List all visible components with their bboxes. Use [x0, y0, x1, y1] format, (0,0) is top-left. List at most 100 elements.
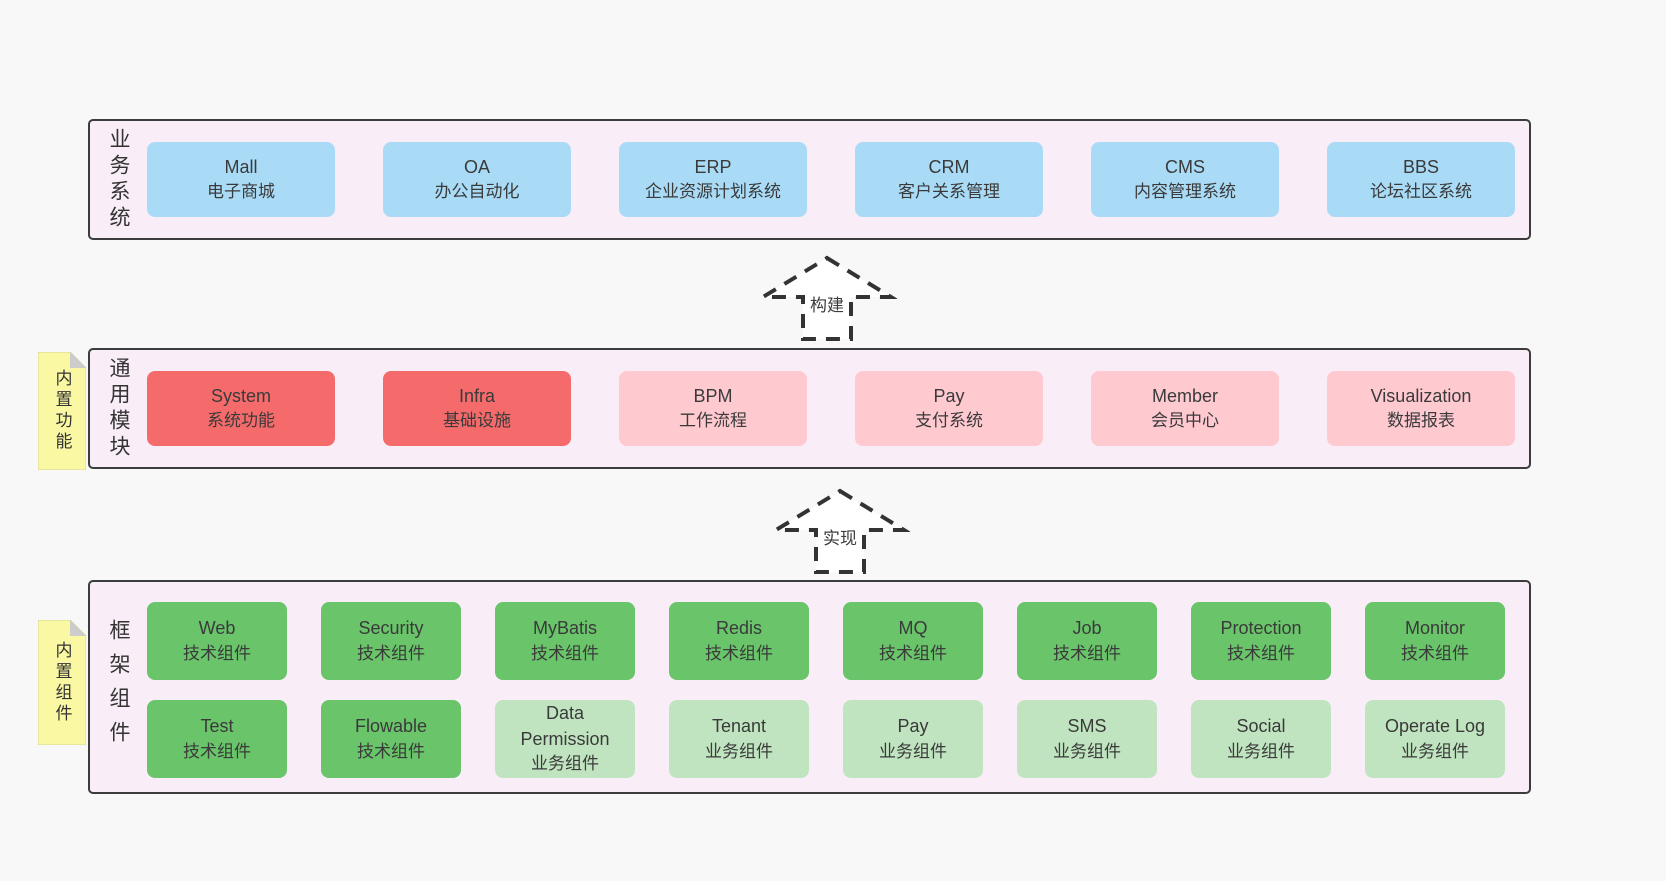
box-system-title: System [210, 385, 271, 406]
box-data-permission-title: Data Permission [520, 703, 610, 749]
sticky-note-builtin-components: 内置组件 [38, 620, 86, 745]
box-oa-subtitle: 办公自动化 [434, 182, 520, 202]
panel-framework-components: 框架组件 Web 技术组件 Security 技术组件 MyBatis 技术组件… [88, 580, 1531, 794]
box-cms-title: CMS [1165, 156, 1205, 177]
box-pay-component: Pay 业务组件 [843, 700, 983, 778]
box-mq: MQ 技术组件 [843, 602, 983, 680]
box-job-subtitle: 技术组件 [1053, 643, 1121, 663]
panel-label-business-systems: 业务系统 [107, 127, 130, 232]
sticky-note-builtin-features: 内置功能 [38, 352, 86, 470]
box-oa: OA 办公自动化 [383, 142, 571, 217]
box-data-permission-subtitle: 业务组件 [531, 754, 599, 774]
box-bbs: BBS 论坛社区系统 [1327, 142, 1515, 217]
box-infra-subtitle: 基础设施 [443, 411, 511, 431]
box-protection-title: Protection [1220, 618, 1302, 639]
box-visualization-title: Visualization [1370, 385, 1472, 406]
box-mybatis-title: MyBatis [532, 618, 597, 639]
box-bpm-title: BPM [693, 385, 733, 406]
box-mq-title: MQ [898, 618, 928, 639]
box-operate-log-subtitle: 业务组件 [1401, 741, 1469, 761]
box-flowable-title: Flowable [354, 716, 428, 737]
box-mall-title: Mall [224, 156, 258, 177]
box-sms: SMS 业务组件 [1017, 700, 1157, 778]
box-system: System 系统功能 [147, 371, 335, 446]
box-web: Web 技术组件 [147, 602, 287, 680]
framework-components-row-2: Test 技术组件 Flowable 技术组件 Data Permission … [147, 700, 1505, 778]
box-erp-subtitle: 企业资源计划系统 [645, 182, 781, 202]
box-security-title: Security [358, 618, 424, 639]
box-cms: CMS 内容管理系统 [1091, 142, 1279, 217]
panel-common-modules: 通用模块 System 系统功能 Infra 基础设施 BPM 工作流程 Pay… [88, 348, 1531, 469]
box-flowable-subtitle: 技术组件 [357, 741, 425, 761]
box-mybatis: MyBatis 技术组件 [495, 602, 635, 680]
box-web-subtitle: 技术组件 [183, 643, 251, 663]
arrow-implement-label: 实现 [819, 523, 861, 550]
box-web-title: Web [198, 618, 236, 639]
box-job: Job 技术组件 [1017, 602, 1157, 680]
box-member: Member 会员中心 [1091, 371, 1279, 446]
box-test-title: Test [200, 716, 234, 737]
box-tenant-title: Tenant [711, 716, 767, 737]
box-system-subtitle: 系统功能 [207, 411, 275, 431]
box-infra-title: Infra [458, 385, 496, 406]
box-pay-component-title: Pay [897, 716, 929, 737]
sticky-builtin-components-label: 内置组件 [52, 640, 72, 725]
box-social: Social 业务组件 [1191, 700, 1331, 778]
panel-business-systems: 业务系统 Mall 电子商城 OA 办公自动化 ERP 企业资源计划系统 CRM… [88, 119, 1531, 240]
box-tenant: Tenant 业务组件 [669, 700, 809, 778]
sticky-builtin-features-label: 内置功能 [52, 369, 72, 453]
box-social-title: Social [1236, 716, 1286, 737]
box-crm-subtitle: 客户关系管理 [898, 182, 1000, 202]
box-data-permission: Data Permission 业务组件 [495, 700, 635, 778]
arrow-implement: 实现 [770, 487, 910, 575]
box-job-title: Job [1072, 618, 1102, 639]
box-crm-title: CRM [928, 156, 970, 177]
box-mq-subtitle: 技术组件 [879, 643, 947, 663]
box-oa-title: OA [463, 156, 490, 177]
box-bbs-title: BBS [1402, 156, 1440, 177]
arrow-build-label: 构建 [806, 290, 848, 317]
framework-components-row-1: Web 技术组件 Security 技术组件 MyBatis 技术组件 Redi… [147, 602, 1505, 680]
box-security: Security 技术组件 [321, 602, 461, 680]
box-mybatis-subtitle: 技术组件 [531, 643, 599, 663]
box-pay-component-subtitle: 业务组件 [879, 741, 947, 761]
box-mall-subtitle: 电子商城 [207, 182, 275, 202]
box-infra: Infra 基础设施 [383, 371, 571, 446]
box-bbs-subtitle: 论坛社区系统 [1370, 182, 1472, 202]
box-protection: Protection 技术组件 [1191, 602, 1331, 680]
box-pay-module-title: Pay [933, 385, 965, 406]
box-monitor-subtitle: 技术组件 [1401, 643, 1469, 663]
sticky-note-icon [38, 620, 86, 745]
box-visualization: Visualization 数据报表 [1327, 371, 1515, 446]
box-cms-subtitle: 内容管理系统 [1134, 182, 1236, 202]
box-operate-log-title: Operate Log [1384, 716, 1486, 737]
box-mall: Mall 电子商城 [147, 142, 335, 217]
sticky-note-icon [38, 352, 86, 470]
box-redis-title: Redis [715, 618, 763, 639]
box-operate-log: Operate Log 业务组件 [1365, 700, 1505, 778]
box-protection-subtitle: 技术组件 [1227, 643, 1295, 663]
box-pay-module-subtitle: 支付系统 [915, 411, 983, 431]
box-monitor: Monitor 技术组件 [1365, 602, 1505, 680]
box-bpm: BPM 工作流程 [619, 371, 807, 446]
box-redis: Redis 技术组件 [669, 602, 809, 680]
box-sms-title: SMS [1067, 716, 1107, 737]
box-redis-subtitle: 技术组件 [705, 643, 773, 663]
box-member-subtitle: 会员中心 [1151, 411, 1219, 431]
panel-label-common-modules: 通用模块 [107, 356, 130, 461]
business-systems-row: Mall 电子商城 OA 办公自动化 ERP 企业资源计划系统 CRM 客户关系… [147, 121, 1515, 238]
box-visualization-subtitle: 数据报表 [1387, 411, 1455, 431]
arrow-build: 构建 [757, 254, 897, 342]
box-crm: CRM 客户关系管理 [855, 142, 1043, 217]
box-sms-subtitle: 业务组件 [1053, 741, 1121, 761]
box-member-title: Member [1151, 385, 1218, 406]
panel-label-framework-components: 框架组件 [107, 619, 130, 755]
box-test-subtitle: 技术组件 [183, 741, 251, 761]
box-monitor-title: Monitor [1404, 618, 1466, 639]
box-flowable: Flowable 技术组件 [321, 700, 461, 778]
box-bpm-subtitle: 工作流程 [679, 411, 747, 431]
common-modules-row: System 系统功能 Infra 基础设施 BPM 工作流程 Pay 支付系统… [147, 350, 1515, 467]
box-social-subtitle: 业务组件 [1227, 741, 1295, 761]
box-test: Test 技术组件 [147, 700, 287, 778]
